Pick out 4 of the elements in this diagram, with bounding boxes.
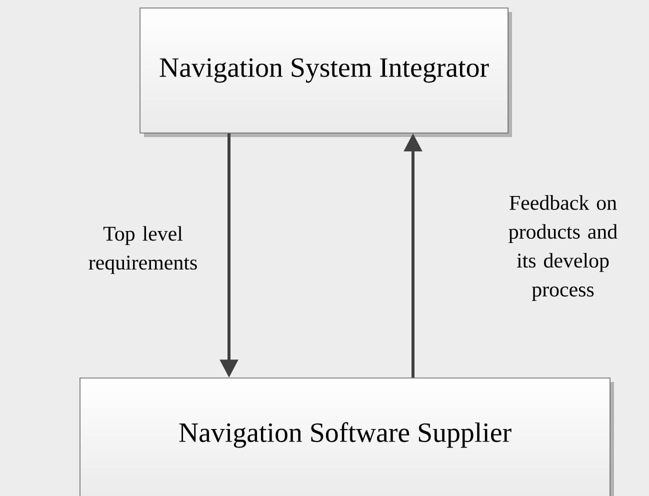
process-box: Navigation System Integrator bbox=[140, 8, 508, 134]
edge-label: Top level requirements bbox=[88, 226, 197, 274]
edge-label: Feedback on products and its develop process bbox=[508, 195, 618, 301]
process-box: Navigation Software Supplier bbox=[80, 378, 610, 496]
